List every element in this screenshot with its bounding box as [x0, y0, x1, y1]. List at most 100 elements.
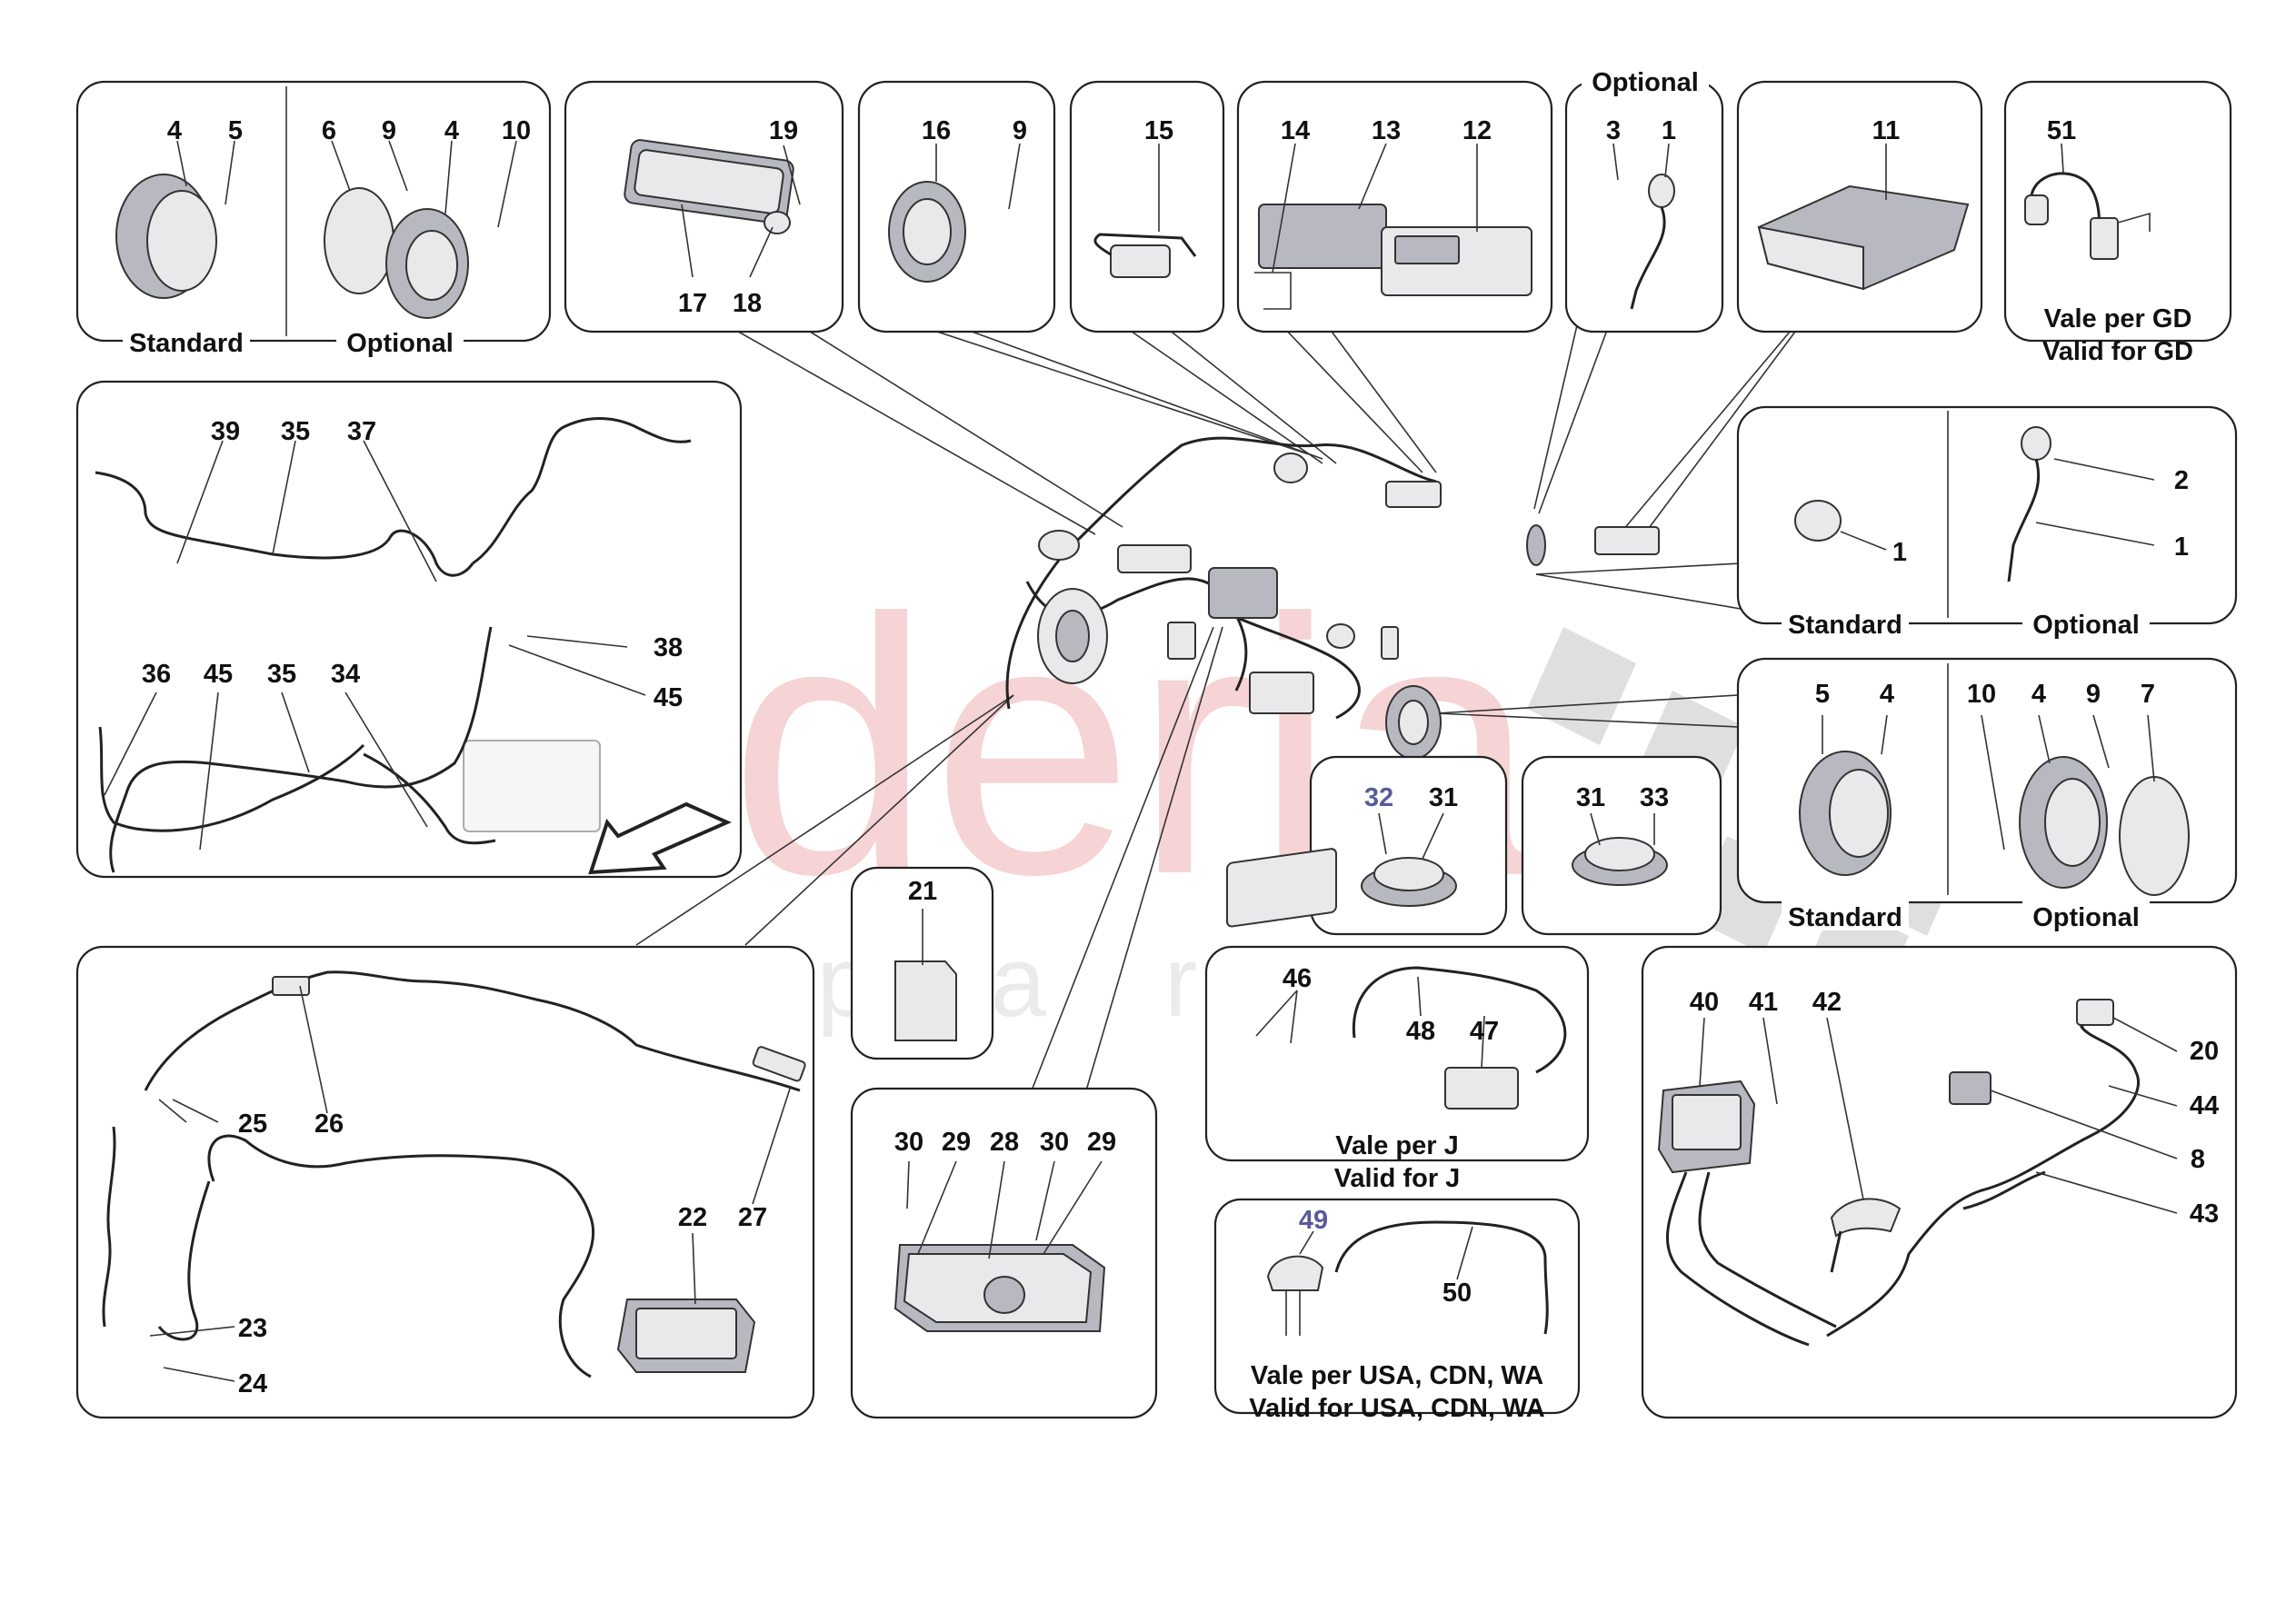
panel-woofer-variants: 5 4 10 4 9 7 Standard Optional: [1736, 657, 2238, 932]
callout: 47: [1470, 1017, 1499, 1046]
caption-standard: Standard: [1788, 611, 1902, 640]
panel-rear-harness: 25 26 27 22 23 24: [75, 945, 815, 1419]
callout: 4: [167, 116, 182, 145]
callout: 45: [654, 683, 683, 712]
panel-telematics: 40 41 42 20 44 8 43: [1641, 945, 2238, 1419]
callout: 11: [1872, 116, 1901, 145]
callout: 16: [922, 116, 951, 145]
panel-mic-variants: 1 2 1 Standard Optional: [1736, 405, 2238, 640]
callout: 29: [942, 1128, 971, 1157]
callout: 38: [654, 633, 683, 662]
callout: 18: [733, 289, 762, 318]
panel-gd-part: 51 Vale per GD Valid for GD: [2003, 80, 2232, 366]
caption-standard: Standard: [1788, 903, 1902, 932]
callout: 50: [1442, 1279, 1472, 1308]
caption-optional: Optional: [346, 329, 454, 358]
panel-sd-card: 21: [850, 866, 994, 1060]
callout: 32: [1364, 783, 1393, 812]
callout: 44: [2190, 1091, 2219, 1120]
caption-gd-it: Vale per GD: [2044, 304, 2192, 333]
callout: 4: [1880, 680, 1894, 709]
callout: 31: [1576, 783, 1605, 812]
caption-j-en: Valid for J: [1334, 1164, 1461, 1193]
callout: 45: [204, 660, 233, 689]
callout: 22: [678, 1203, 707, 1232]
callout: 24: [238, 1369, 267, 1398]
callout: 8: [2191, 1145, 2205, 1174]
callout: 12: [1462, 116, 1492, 145]
callout: 7: [2141, 680, 2155, 709]
callout: 6: [322, 116, 336, 145]
caption-optional: Optional: [1592, 68, 1699, 97]
callout: 23: [238, 1314, 267, 1343]
callout: 17: [678, 289, 707, 318]
caption-usa-en: Valid for USA, CDN, WA: [1249, 1394, 1545, 1423]
callout: 39: [211, 417, 240, 446]
callout: 4: [444, 116, 459, 145]
callout: 46: [1283, 964, 1312, 993]
callout: 10: [1967, 680, 1996, 709]
caption-standard: Standard: [129, 329, 244, 358]
caption-usa-it: Vale per USA, CDN, WA: [1251, 1361, 1543, 1390]
callout: 42: [1812, 988, 1842, 1017]
panel-head-unit: 14 13 12: [1236, 80, 1553, 333]
callout: 19: [769, 116, 798, 145]
callout: 48: [1406, 1017, 1435, 1046]
panel-antenna-module: 19 17 18: [564, 80, 844, 333]
caption-optional: Optional: [2032, 611, 2140, 640]
callout: 34: [331, 660, 360, 689]
panel-mid-speaker: 32 31: [1309, 755, 1508, 936]
leader-lines: [635, 324, 1796, 1091]
callout: 33: [1640, 783, 1669, 812]
callout: 10: [502, 116, 531, 145]
callout: 43: [2190, 1199, 2219, 1229]
callout: 40: [1690, 988, 1719, 1017]
callout: 41: [1749, 988, 1778, 1017]
callout: 31: [1429, 783, 1458, 812]
panel-j-parts: 46 48 47 Vale per J Valid for J: [1204, 848, 1590, 1193]
callout: 2: [2174, 466, 2189, 495]
caption-j-it: Vale per J: [1335, 1131, 1458, 1160]
panel-gps-antenna: 15: [1069, 80, 1225, 333]
callout: 51: [2047, 116, 2076, 145]
callout: 20: [2190, 1037, 2219, 1066]
panel-usa-parts: 49 50 Vale per USA, CDN, WA Valid for US…: [1213, 1198, 1581, 1423]
callout: 4: [2031, 680, 2046, 709]
callout: 26: [314, 1110, 344, 1139]
callout: 1: [1662, 116, 1676, 145]
callout: 9: [382, 116, 396, 145]
callout: 28: [990, 1128, 1019, 1157]
panel-tweeter: 16 9: [857, 80, 1056, 333]
callout: 27: [738, 1203, 767, 1232]
callout: 35: [281, 417, 310, 446]
callout: 9: [2086, 680, 2101, 709]
callout: 30: [894, 1128, 923, 1157]
panel-mid-speaker-2: 31 33: [1521, 755, 1722, 936]
caption-gd-en: Valid for GD: [2042, 337, 2193, 366]
callout: 36: [142, 660, 171, 689]
panel-main-harness: 39 35 37 38 45 36 45 35 34: [75, 380, 743, 879]
callout: 14: [1281, 116, 1310, 145]
callout: 37: [347, 417, 376, 446]
callout: 35: [267, 660, 296, 689]
central-infotainment-assembly: [1005, 436, 1660, 760]
panel-amplifier: 11: [1736, 80, 1983, 333]
panel-door-speakers: 4 5 6 9 4 10 Standard Optional: [75, 80, 552, 358]
callout: 9: [1013, 116, 1027, 145]
callout: 49: [1299, 1206, 1328, 1235]
callout: 1: [1892, 538, 1907, 567]
callout: 5: [228, 116, 243, 145]
caption-optional: Optional: [2032, 903, 2140, 932]
callout: 13: [1372, 116, 1401, 145]
callout: 21: [908, 877, 937, 906]
callout: 30: [1040, 1128, 1069, 1157]
panel-instrument-cluster: 30 29 28 30 29: [850, 1087, 1158, 1419]
callout: 5: [1815, 680, 1830, 709]
callout: 25: [238, 1110, 267, 1139]
callout: 1: [2174, 532, 2189, 562]
callout: 29: [1087, 1128, 1116, 1157]
callout: 15: [1144, 116, 1173, 145]
panel-microphone: Optional 3 1: [1564, 64, 1724, 333]
callout: 3: [1606, 116, 1621, 145]
